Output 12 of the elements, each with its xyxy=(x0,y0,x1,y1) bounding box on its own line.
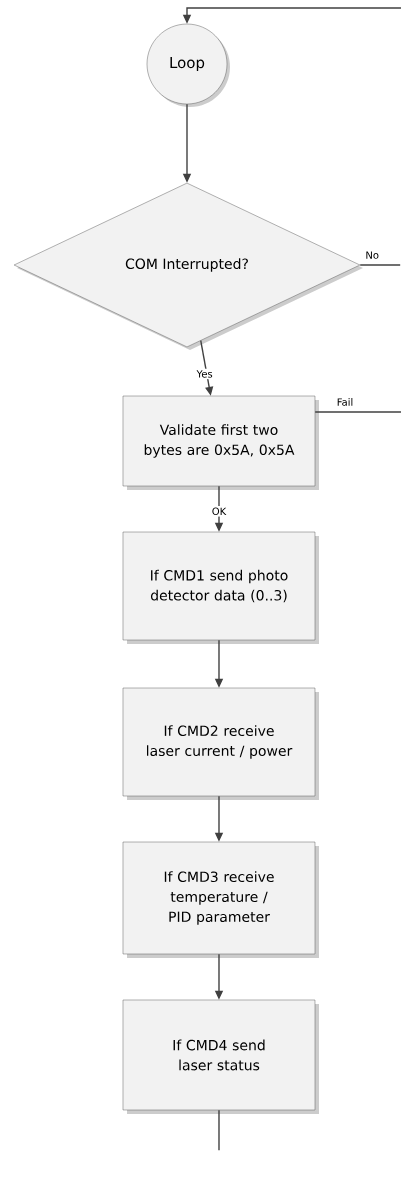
process-box: If CMD4 send laser status xyxy=(122,999,319,1114)
edge-label: OK xyxy=(212,507,227,516)
edge-label: No xyxy=(366,251,379,259)
edge-label: Yes xyxy=(196,370,213,378)
process-box: If CMD1 send photo detector data (0..3) xyxy=(122,531,319,644)
connector-line xyxy=(218,1109,220,1151)
connector-line xyxy=(314,411,401,413)
process-box: If CMD2 receive laser current / power xyxy=(122,687,319,800)
process-box: If CMD3 receive temperature / PID parameter xyxy=(122,841,319,958)
process-box: Validate first two bytes are 0x5A, 0x5A xyxy=(122,395,319,490)
connector-line xyxy=(359,264,401,266)
edge-label: Fail xyxy=(337,398,353,406)
